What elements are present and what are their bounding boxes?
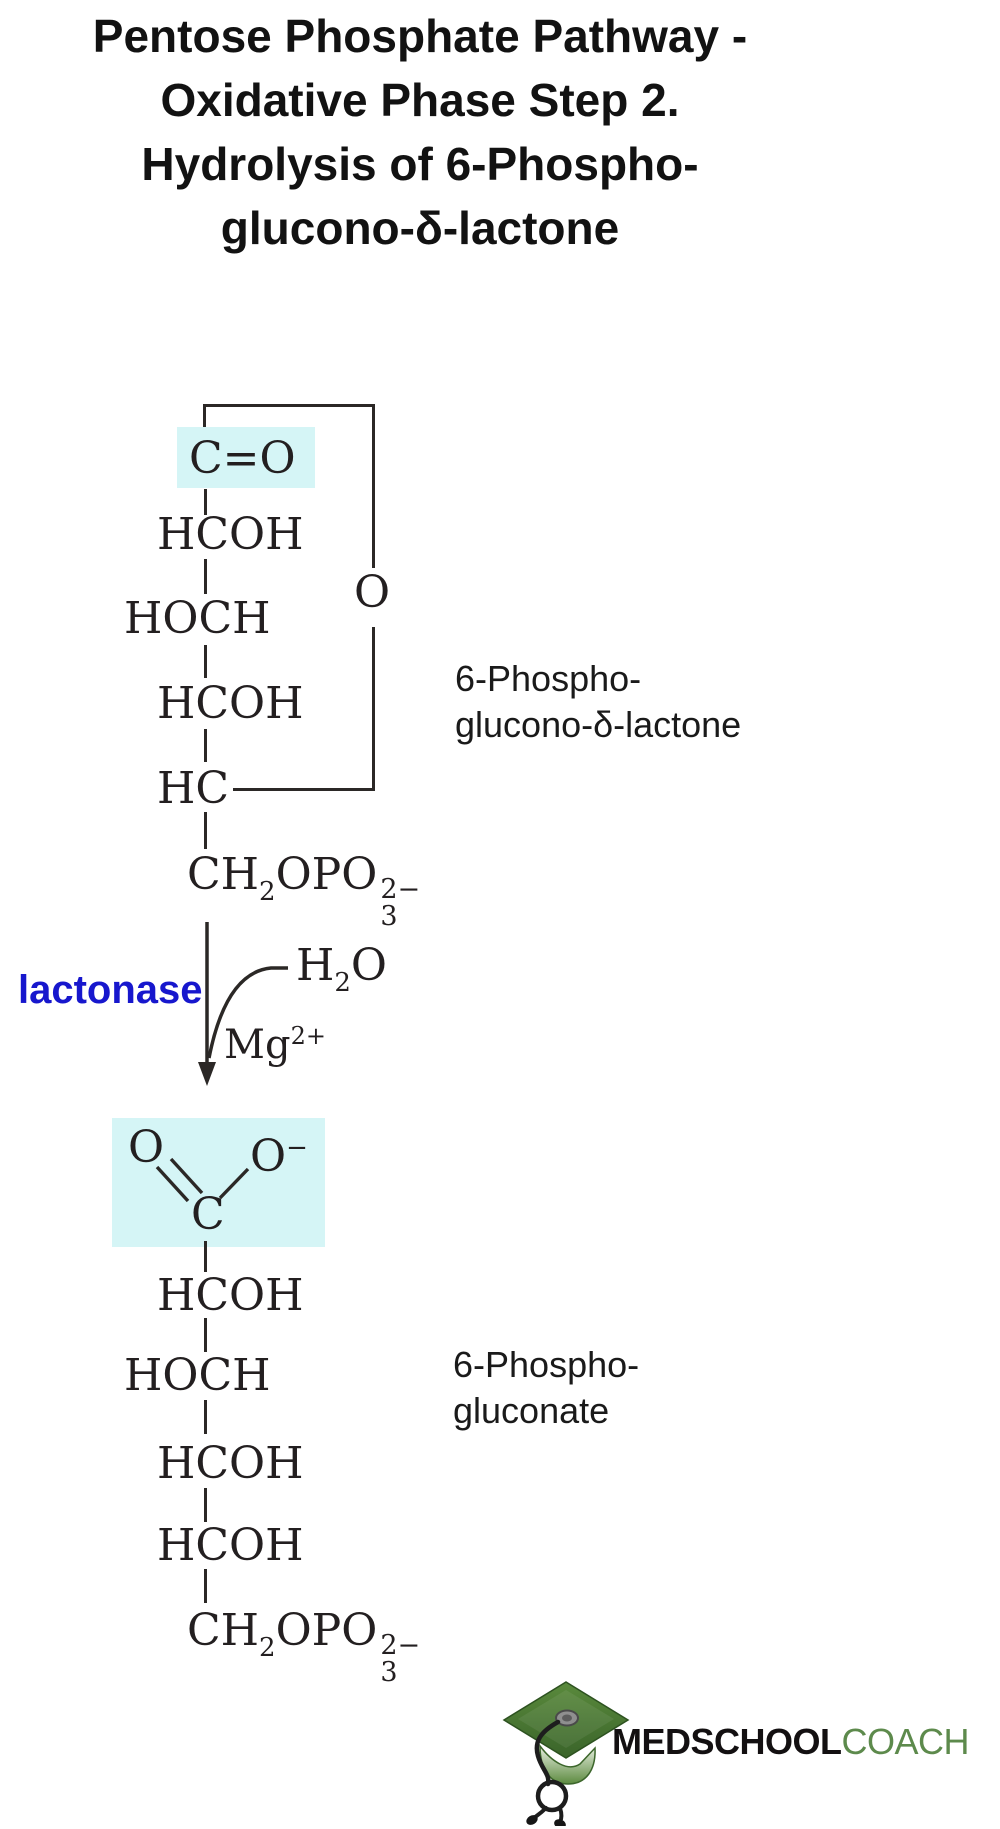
reactant-c3: HOCH	[124, 593, 271, 644]
reactant-c4: HCOH	[157, 678, 304, 729]
product-name-line1: 6-Phospho-	[453, 1344, 640, 1385]
formula-subscript: 2	[259, 1633, 276, 1663]
stethoscope-loop	[535, 1779, 569, 1813]
product-name-line2: gluconate	[453, 1390, 610, 1431]
charge-subscript: 3	[380, 1657, 398, 1688]
carboxylate-bonds	[155, 1157, 250, 1203]
bond	[204, 489, 207, 515]
ring-bond-bottom	[233, 788, 375, 791]
bond	[204, 1569, 207, 1603]
bond	[204, 1488, 207, 1522]
bond	[204, 559, 207, 594]
charge-subscript: 3	[380, 901, 398, 932]
oxyanion-charge: −	[286, 1133, 308, 1163]
ring-bond-top	[203, 404, 375, 407]
reactant-name-line1: 6-Phospho-	[455, 658, 642, 699]
bond	[204, 729, 207, 762]
formula-subscript: 2	[259, 877, 276, 907]
bond	[204, 1318, 207, 1352]
ring-bond-left-stub	[203, 404, 206, 440]
water-molecule: H2O	[296, 943, 387, 1006]
water-in-curve	[207, 966, 288, 1059]
product-name-label: 6-Phospho- gluconate	[453, 1342, 639, 1434]
formula-base: CH	[187, 1605, 260, 1656]
product-c1: C	[191, 1189, 225, 1240]
ring-bond-right-upper	[372, 404, 375, 568]
enzyme-label: lactonase	[18, 968, 203, 1012]
double-bond-line	[155, 1165, 190, 1203]
title-line-4: glucono-δ-lactone	[220, 202, 620, 254]
title-line-2: Oxidative Phase Step 2.	[160, 74, 680, 126]
charge-superscript: 2−	[380, 874, 421, 905]
arrowhead	[198, 1062, 216, 1086]
product-carbonyl-oxygen: O	[128, 1122, 165, 1173]
reactant-c1-carbonyl: C=O	[189, 433, 296, 484]
reactant-name-label: 6-Phospho- glucono-δ-lactone	[455, 656, 741, 748]
water-h: H	[296, 940, 335, 991]
product-oxyanion: O−	[250, 1125, 308, 1180]
page-title: Pentose Phosphate Pathway - Oxidative Ph…	[10, 4, 830, 260]
stethoscope-earpiece	[554, 1819, 566, 1826]
reactant-c2: HCOH	[157, 509, 304, 560]
medschoolcoach-wordmark: MEDSCHOOLCOACH	[612, 1721, 970, 1762]
oxyanion-o: O	[250, 1131, 287, 1182]
product-c5: HCOH	[157, 1520, 304, 1571]
bond	[204, 1400, 207, 1434]
charge-superscript: 2−	[380, 1630, 421, 1661]
bond	[204, 1241, 207, 1272]
formula-mid: OPO	[275, 849, 378, 900]
ring-oxygen-atom: O	[354, 567, 391, 618]
double-bond-line	[169, 1157, 204, 1195]
title-line-3: Hydrolysis of 6-Phospho-	[141, 138, 699, 190]
reactant-name-line2: glucono-δ-lactone	[455, 704, 742, 745]
single-bond-line	[218, 1167, 250, 1200]
product-c2: HCOH	[157, 1270, 304, 1321]
ring-bond-right-lower	[372, 627, 375, 790]
title-line-1: Pentose Phosphate Pathway -	[92, 10, 748, 62]
stethoscope-chestpiece-center	[562, 1714, 572, 1722]
carboxylate-highlight	[112, 1118, 325, 1247]
cofactor-label: Mg2+	[224, 1013, 326, 1068]
product-c3: HOCH	[124, 1350, 271, 1401]
formula-base: CH	[187, 849, 260, 900]
stethoscope-icon	[534, 1719, 561, 1787]
water-subscript: 2	[334, 968, 351, 998]
carbonyl-highlight	[177, 427, 315, 488]
bond	[204, 812, 207, 849]
reaction-arrow	[198, 922, 288, 1086]
brand-medschool: MEDSCHOOL	[612, 1721, 842, 1762]
brand-coach: COACH	[841, 1721, 970, 1762]
reactant-c5: HC	[157, 763, 230, 814]
cofactor-charge: 2+	[290, 1022, 326, 1050]
bond	[204, 645, 207, 678]
product-c4: HCOH	[157, 1438, 304, 1489]
stethoscope-earpiece	[526, 1815, 538, 1825]
formula-mid: OPO	[275, 1605, 378, 1656]
water-o: O	[350, 940, 387, 991]
cofactor-symbol: Mg	[224, 1022, 291, 1068]
medschoolcoach-logo-icon	[502, 1681, 630, 1826]
